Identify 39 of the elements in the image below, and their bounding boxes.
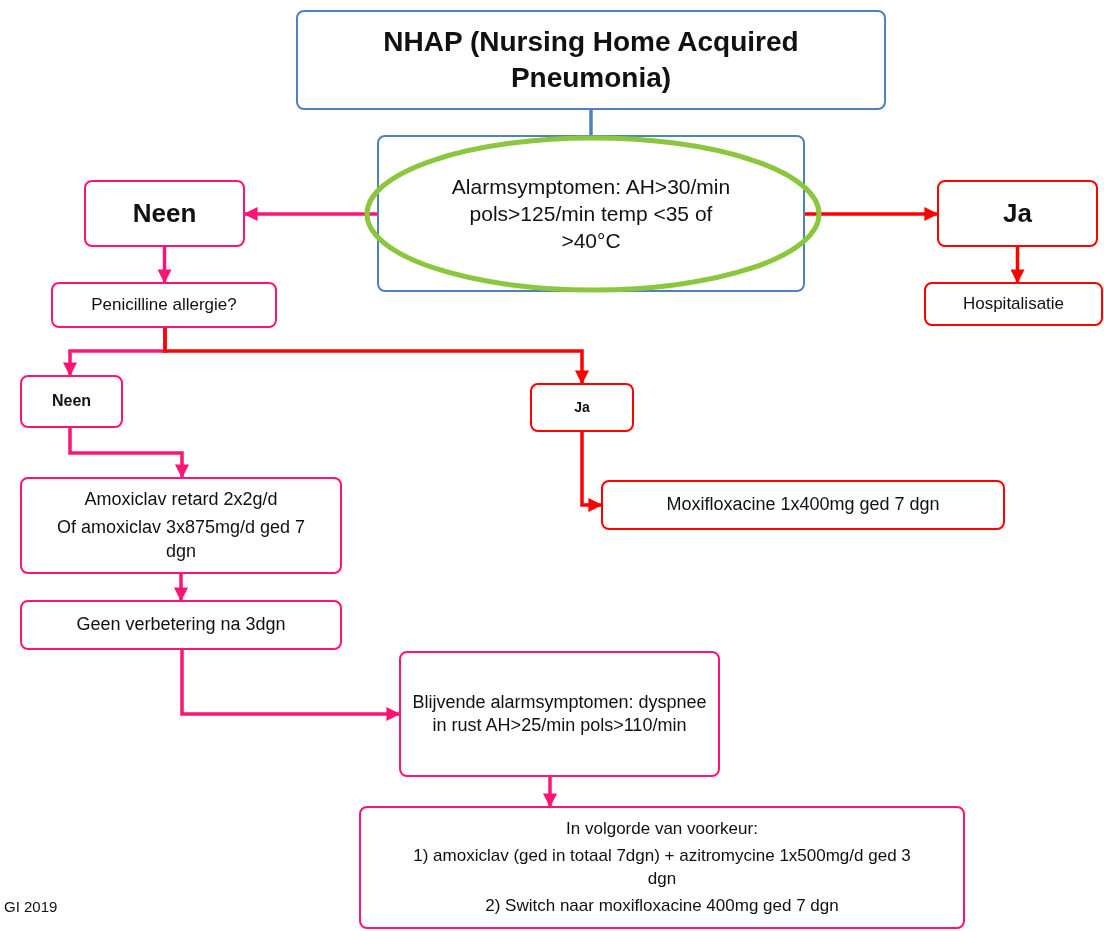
decision-box bbox=[20, 375, 123, 428]
process-box bbox=[924, 282, 1103, 326]
decision-box bbox=[937, 180, 1098, 247]
node-text: Hospitalisatie bbox=[962, 292, 1065, 315]
node-text: In volgorde van voorkeur: bbox=[566, 818, 758, 841]
treatment-box bbox=[20, 477, 342, 574]
node-text: 2) Switch naar moxifloxacine 400mg ged 7 dgn bbox=[485, 894, 839, 917]
node-text: Neen bbox=[51, 391, 92, 412]
arrow bbox=[163, 328, 589, 385]
node-text: Ja bbox=[1003, 196, 1032, 230]
arrow bbox=[157, 247, 172, 284]
title-text: NHAP (Nursing Home Acquired Pneumonia) bbox=[382, 24, 800, 95]
arrow bbox=[68, 428, 189, 479]
node-text: Ja bbox=[574, 398, 590, 417]
condition-box bbox=[399, 651, 720, 777]
node-text: Alarmsymptomen: AH>30/min pols>125/min temp <35 of >40°C bbox=[450, 173, 732, 255]
arrow bbox=[180, 650, 401, 721]
title-box bbox=[296, 10, 886, 110]
treatment-box bbox=[601, 480, 1005, 530]
question-box bbox=[51, 282, 277, 328]
arrow bbox=[243, 207, 377, 221]
footnote-text: GI 2019 bbox=[4, 898, 58, 915]
arrow bbox=[580, 432, 603, 512]
treatment-box bbox=[359, 806, 965, 929]
arrow bbox=[543, 777, 557, 808]
node-text: 1) amoxiclav (ged in totaal 7dgn) + azitromycine 1x500mg/d ged 3 dgn bbox=[412, 845, 912, 890]
node-text: Blijvende alarmsymptomen: dyspnee in rust AH>25/min pols>110/min bbox=[411, 690, 708, 737]
decision-box bbox=[84, 180, 245, 247]
node-text: Neen bbox=[132, 196, 197, 230]
decision-box bbox=[530, 383, 634, 432]
node-text: Geen verbetering na 3dgn bbox=[76, 613, 286, 637]
node-text: Moxifloxacine 1x400mg ged 7 dgn bbox=[666, 493, 940, 517]
process-box bbox=[20, 600, 342, 650]
arrow bbox=[1010, 247, 1025, 284]
node-text: Penicilline allergie? bbox=[91, 293, 237, 316]
node-text: Of amoxiclav 3x875mg/d ged 7 dgn bbox=[55, 516, 307, 563]
arrow bbox=[174, 574, 188, 602]
node-text: Amoxiclav retard 2x2g/d bbox=[84, 487, 278, 511]
arrow bbox=[805, 207, 939, 221]
